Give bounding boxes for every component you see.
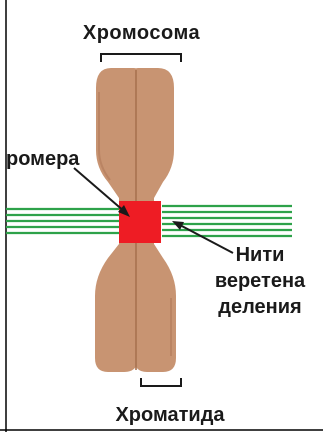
chromosome-bracket — [101, 54, 181, 62]
spindle-fibers-label: Нити веретена деления — [210, 242, 310, 320]
centromere-block — [119, 201, 161, 243]
chromosome-label: Хромосома — [0, 22, 283, 45]
chromatid-bracket — [141, 378, 181, 386]
spindle-pointer-arrowhead — [172, 221, 184, 230]
centromere-label: ромера — [6, 148, 79, 171]
chromatid-label: Хроматида — [90, 404, 250, 427]
